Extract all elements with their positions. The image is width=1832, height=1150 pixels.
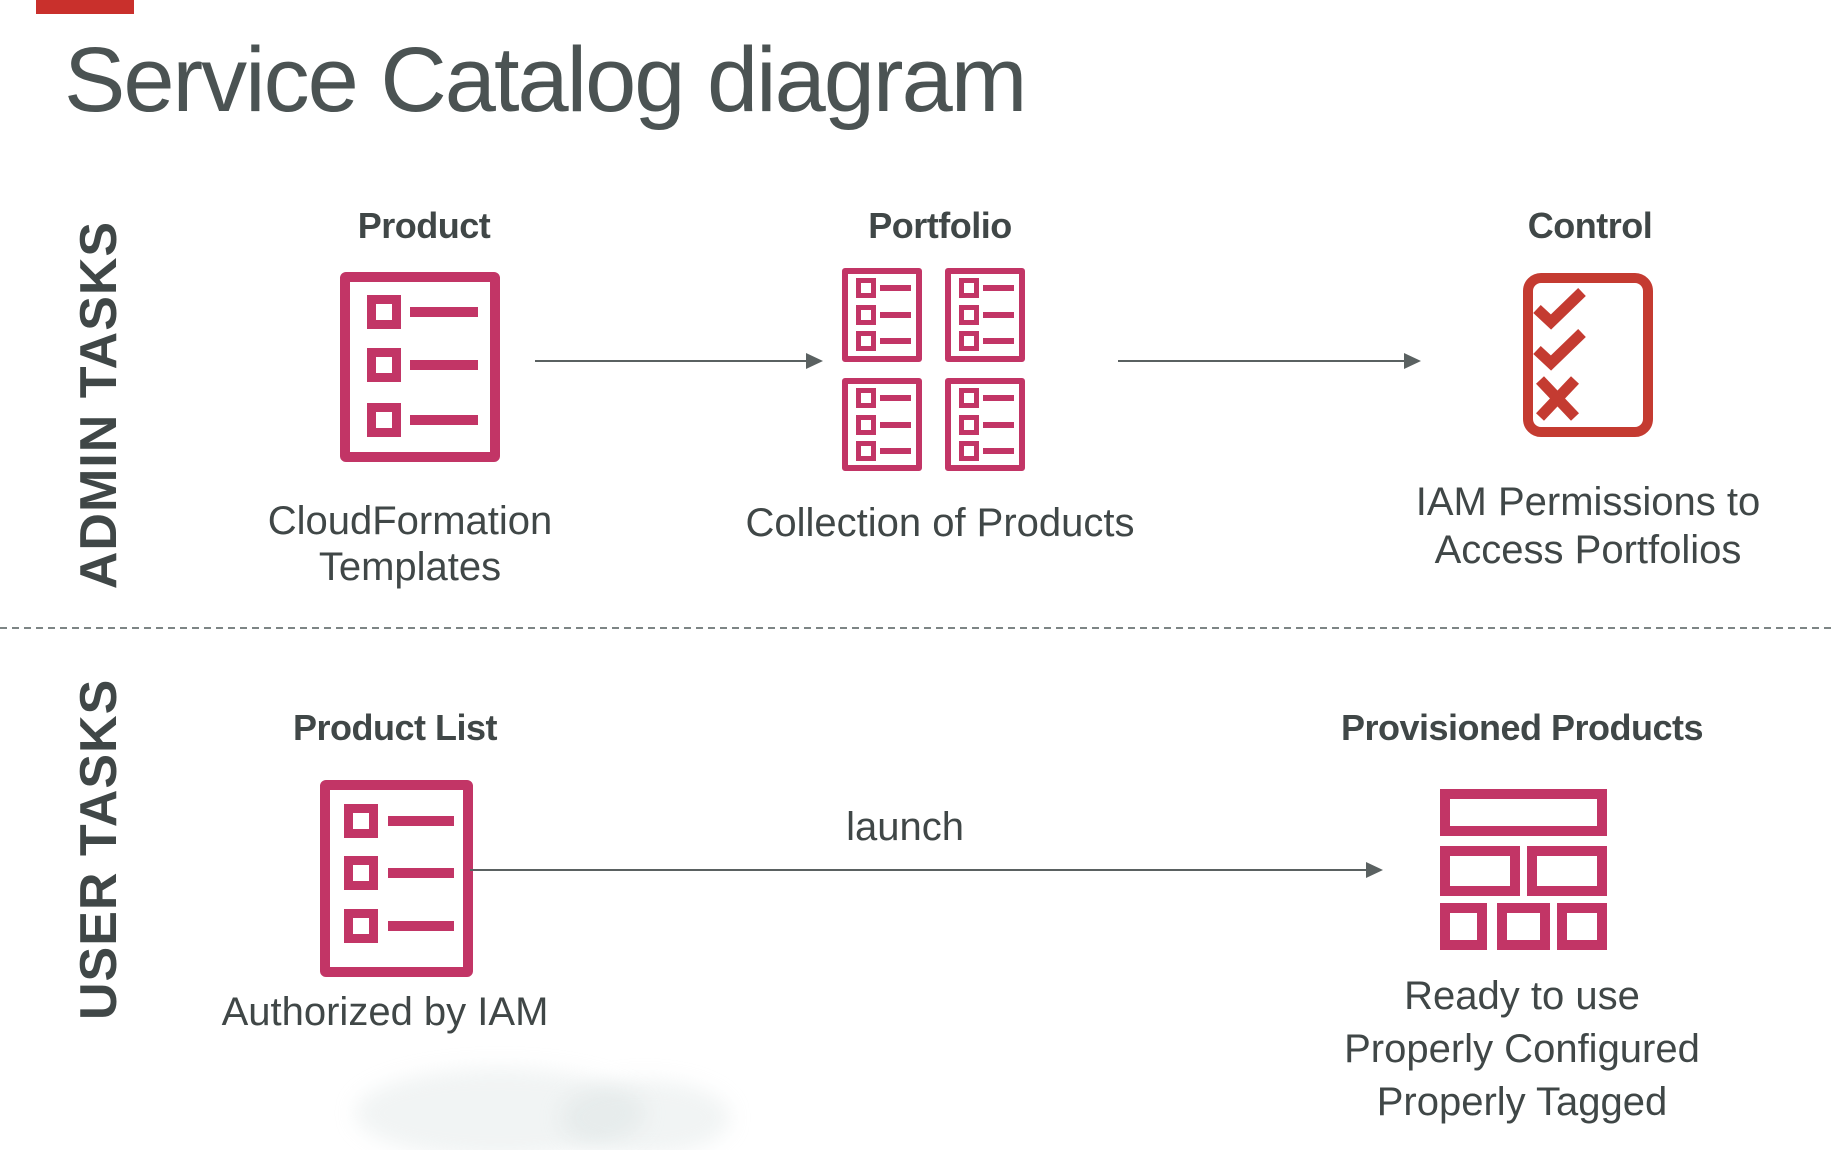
arrow-line — [1118, 360, 1404, 362]
list-square — [856, 305, 876, 325]
list-line — [880, 395, 911, 401]
list-square — [344, 856, 378, 890]
caption-line: CloudFormation — [267, 499, 553, 543]
brick — [1527, 846, 1607, 896]
arrow-head-icon — [1404, 353, 1421, 369]
list-line — [983, 338, 1014, 344]
product-list-heading: Product List — [292, 707, 498, 748]
product-list-icon — [340, 272, 500, 462]
list-square — [344, 804, 378, 838]
list-square — [959, 388, 979, 408]
list-line — [388, 921, 454, 931]
list-square — [959, 278, 979, 298]
page-title: Service Catalog diagram — [64, 29, 1027, 131]
list-square — [367, 295, 401, 329]
caption-line: Collection of Products — [745, 501, 1135, 545]
caption-line: Authorized by IAM — [221, 990, 549, 1034]
list-line — [983, 312, 1014, 318]
checklist-icon — [1523, 273, 1653, 437]
user-tasks-label: USER TASKS — [70, 678, 128, 1020]
provisioned-caption: Ready to use Properly Configured Properl… — [1272, 970, 1772, 1129]
list-line — [410, 307, 478, 317]
list-square — [959, 441, 979, 461]
caption-line: Templates — [318, 545, 502, 589]
caption-line: Properly Configured — [1344, 1027, 1700, 1071]
arrow-head-icon — [806, 353, 823, 369]
brick — [1497, 903, 1550, 950]
list-square — [959, 305, 979, 325]
arrow-line — [470, 869, 1366, 871]
portfolio-item-icon — [945, 378, 1025, 471]
list-square — [367, 403, 401, 437]
list-line — [983, 285, 1014, 291]
check-icon — [1533, 329, 1586, 371]
launch-label: launch — [846, 805, 964, 849]
caption-line: Ready to use — [1404, 974, 1640, 1018]
x-icon — [1536, 376, 1579, 421]
caption-line: Access Portfolios — [1434, 528, 1742, 572]
brick — [1440, 903, 1487, 950]
list-square — [344, 909, 378, 943]
list-square — [367, 348, 401, 382]
portfolio-item-icon — [842, 268, 922, 362]
list-line — [983, 422, 1014, 428]
list-square — [959, 331, 979, 351]
caption-line: Properly Tagged — [1376, 1080, 1668, 1124]
admin-tasks-label: ADMIN TASKS — [70, 220, 128, 590]
list-line — [880, 338, 911, 344]
authorized-caption: Authorized by IAM — [135, 990, 635, 1034]
list-line — [880, 422, 911, 428]
product-heading: Product — [357, 205, 491, 246]
check-icon — [1533, 288, 1586, 330]
list-square — [856, 388, 876, 408]
list-line — [388, 816, 454, 826]
list-square — [856, 415, 876, 435]
list-square — [856, 331, 876, 351]
smudge-artifact — [355, 1068, 645, 1150]
portfolio-item-icon — [945, 268, 1025, 362]
brick — [1557, 903, 1607, 950]
arrow-head-icon — [1366, 862, 1383, 878]
brick — [1440, 789, 1607, 836]
list-line — [983, 395, 1014, 401]
accent-bar — [36, 0, 134, 14]
list-line — [410, 360, 478, 370]
list-square — [959, 415, 979, 435]
product-caption: CloudFormation Templates — [210, 498, 610, 590]
control-heading: Control — [1527, 205, 1653, 246]
list-line — [410, 415, 478, 425]
list-line — [880, 285, 911, 291]
portfolio-heading: Portfolio — [868, 205, 1012, 246]
portfolio-caption: Collection of Products — [690, 500, 1190, 546]
control-caption: IAM Permissions to Access Portfolios — [1388, 478, 1788, 574]
list-line — [880, 312, 911, 318]
arrow-line — [535, 360, 806, 362]
list-square — [856, 278, 876, 298]
list-line — [880, 448, 911, 454]
brick — [1440, 846, 1520, 896]
provisioned-heading: Provisioned Products — [1340, 707, 1704, 748]
caption-line: IAM Permissions to — [1415, 480, 1761, 524]
checklist-marks — [1533, 288, 1586, 421]
list-line — [388, 868, 454, 878]
user-product-list-icon — [320, 780, 473, 977]
list-line — [983, 448, 1014, 454]
list-square — [856, 441, 876, 461]
smudge-artifact — [560, 1080, 730, 1150]
divider-dashed-line — [0, 627, 1832, 629]
portfolio-item-icon — [842, 378, 922, 471]
